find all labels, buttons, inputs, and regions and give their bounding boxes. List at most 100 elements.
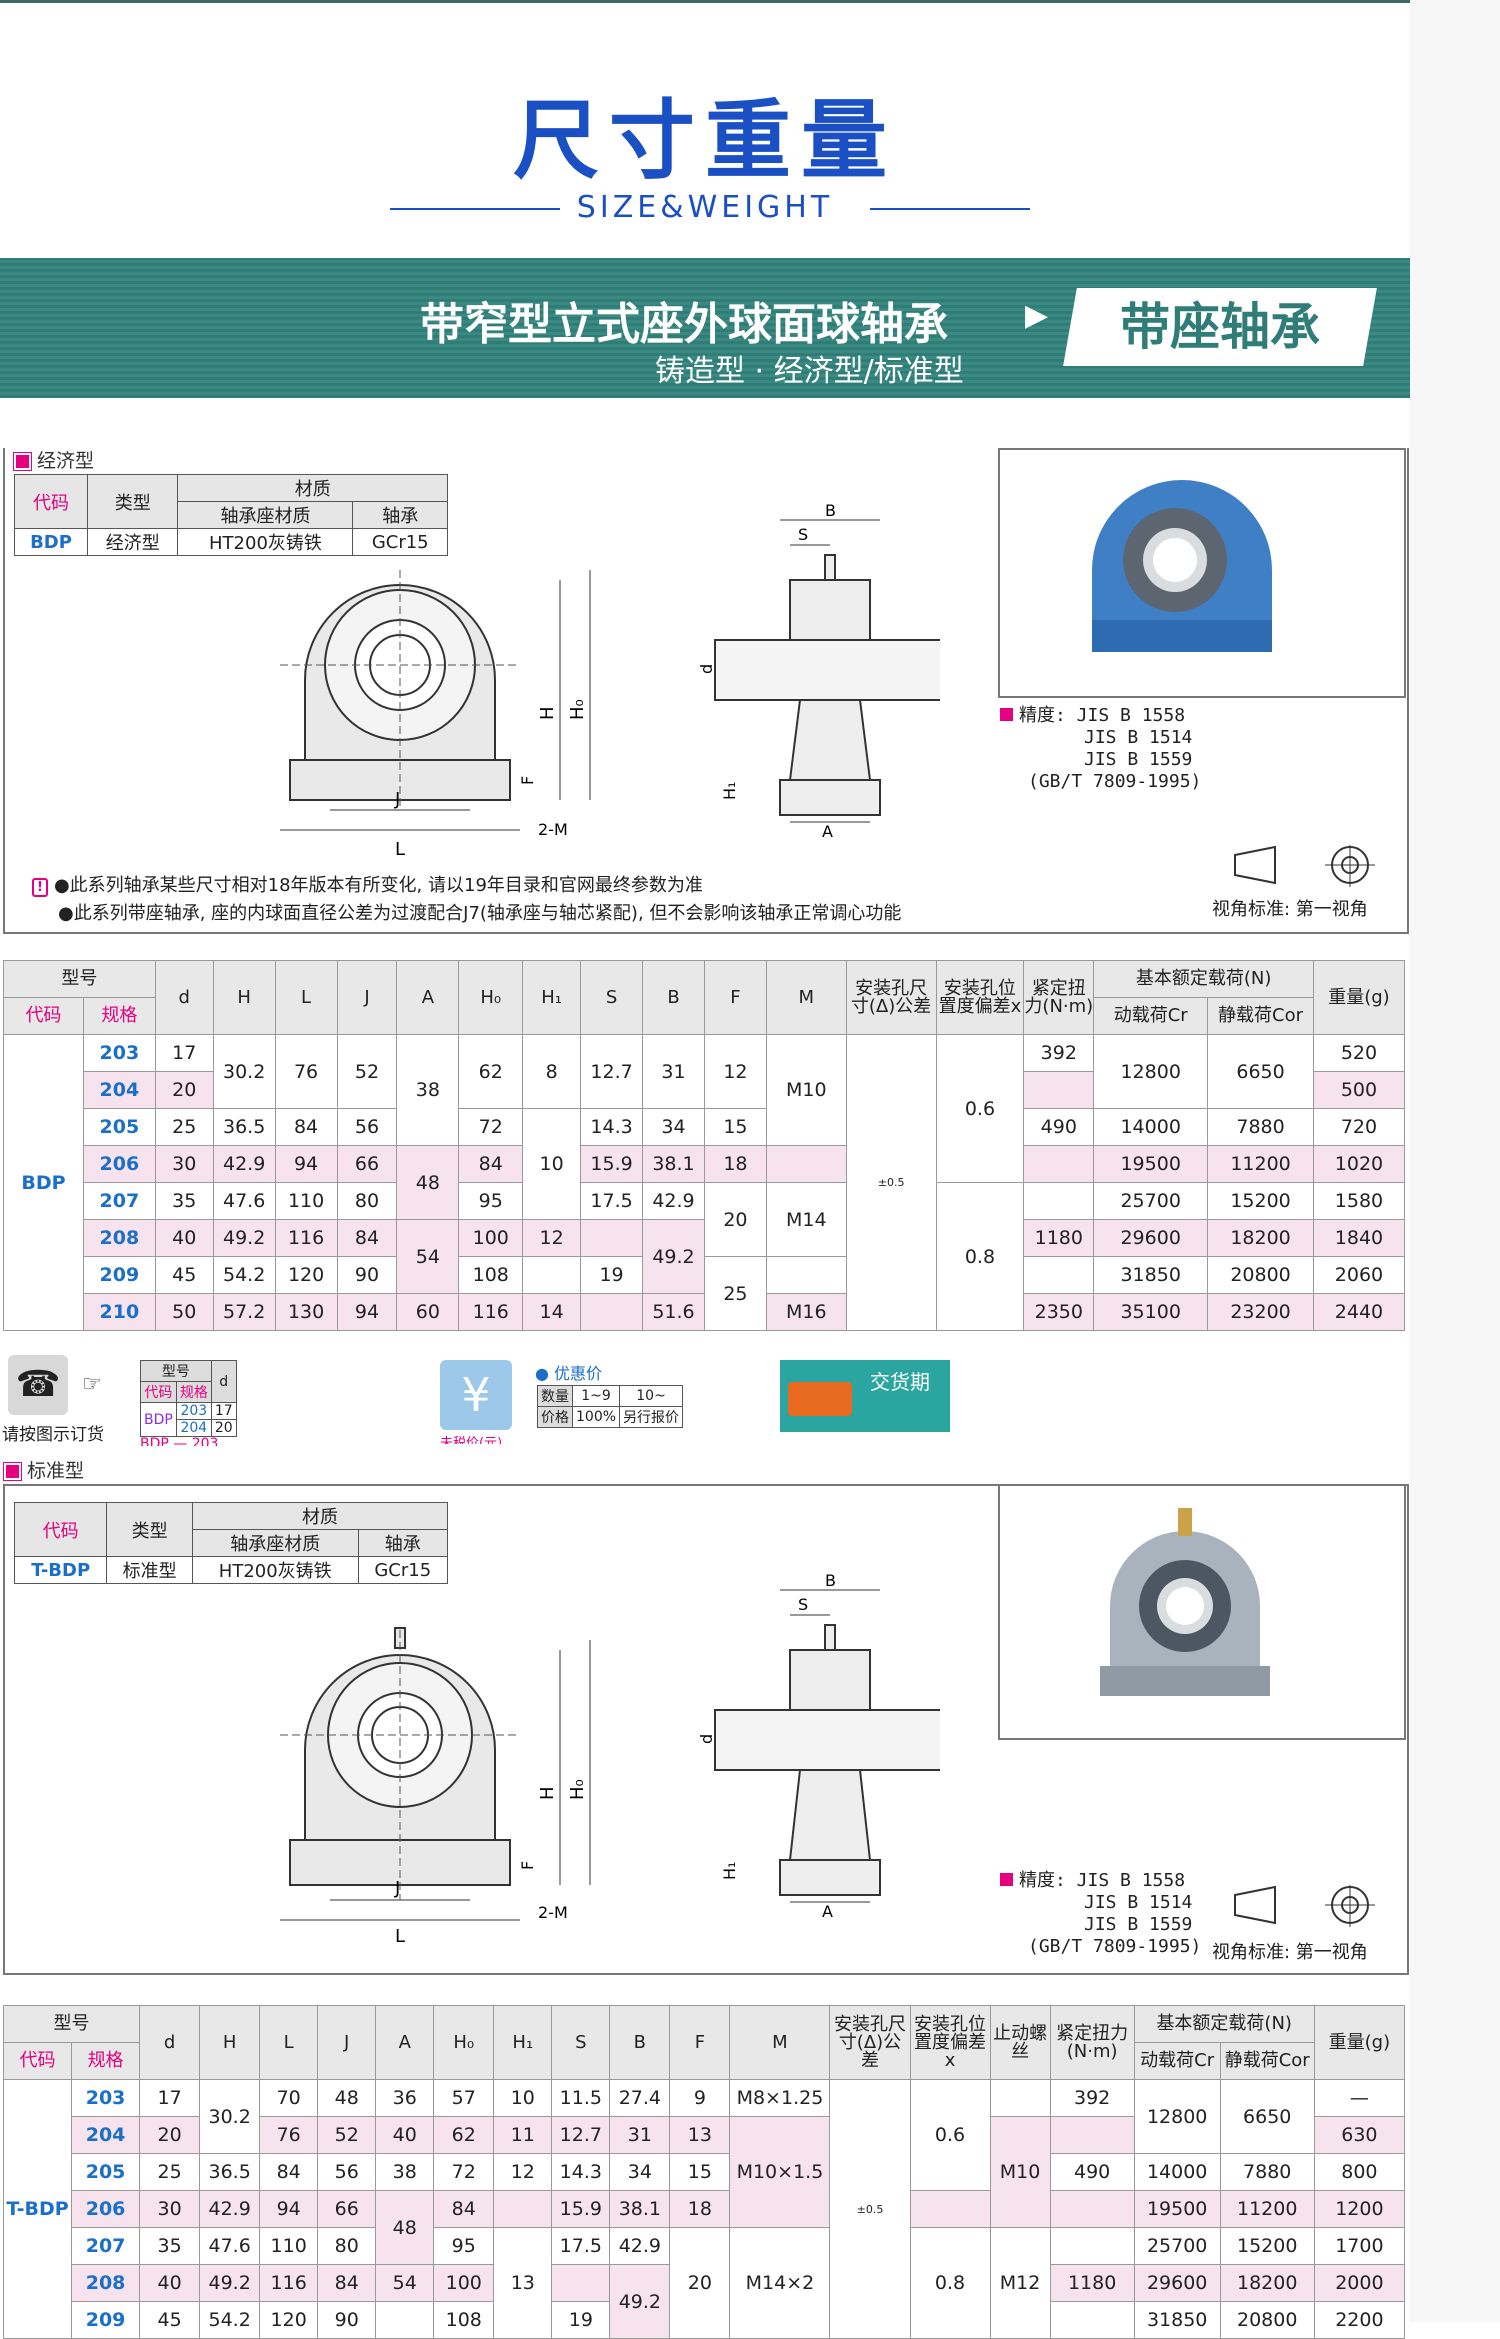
table-cell: 49.2 — [199, 2264, 261, 2302]
precision-line-4: (GB/T 7809-1995) — [1028, 771, 1202, 792]
table-cell: 84 — [433, 2190, 495, 2228]
mat-type: 经济型 — [87, 528, 179, 556]
t2-head-load: 基本额定载荷(N) — [1133, 2005, 1315, 2043]
precision-economy: 精度: JIS B 1558 JIS B 1514 JIS B 1559 (GB… — [1000, 705, 1201, 793]
dim2-b: B — [825, 1571, 836, 1590]
table-cell: 25700 — [1133, 2227, 1221, 2265]
dim2-l: L — [395, 1926, 405, 1947]
delivery-box: 交货期 — [780, 1360, 950, 1432]
table-cell: 13 — [669, 2116, 731, 2154]
table-cell: 108 — [458, 1256, 524, 1294]
table-cell: 40 — [139, 2264, 201, 2302]
dim2-2m: 2-M — [538, 1903, 568, 1922]
table-cell: M14 — [765, 1182, 847, 1257]
t1-head-s: S — [580, 960, 644, 1035]
table-cell: 60 — [396, 1293, 460, 1331]
precision2-line-3: JIS B 1559 — [1084, 1914, 1193, 1935]
table-cell: 20 — [703, 1182, 767, 1257]
view-standard-standard: 视角标准: 第一视角 — [1212, 1942, 1368, 1963]
table-cell: 72 — [458, 1108, 524, 1146]
mini-d-2: 20 — [210, 1419, 237, 1437]
delivery-label: 交货期 — [870, 1370, 930, 1394]
table-cell: 34 — [642, 1108, 705, 1146]
t2-head-cor: 静载荷Cor — [1219, 2042, 1315, 2080]
right-margin — [1410, 0, 1500, 2322]
table-cell: 52 — [317, 2116, 377, 2154]
table-cell: 20800 — [1219, 2301, 1315, 2339]
table-cell: 34 — [609, 2153, 671, 2191]
t2-head-d: d — [139, 2005, 201, 2080]
mini-head-model: 型号 — [140, 1360, 212, 1382]
table-cell: 95 — [433, 2227, 495, 2265]
table-cell — [522, 1256, 582, 1294]
order-example: BDP — 203 — [140, 1436, 219, 1446]
table-cell: 12 — [493, 2153, 553, 2191]
table-cell: 25 — [703, 1256, 767, 1331]
precision2-line-4: (GB/T 7809-1995) — [1028, 1936, 1202, 1957]
subtitle-line-left — [390, 208, 560, 210]
t1-head-cor: 静载荷Cor — [1207, 997, 1314, 1035]
table-cell: 48 — [317, 2079, 377, 2117]
table-cell: 490 — [1023, 1108, 1095, 1146]
table-cell: 12.7 — [551, 2116, 611, 2154]
table-cell — [909, 2190, 991, 2228]
product-photo-economy — [998, 448, 1406, 698]
table-row: 204 — [71, 2116, 141, 2154]
table-cell: 12800 — [1133, 2079, 1221, 2154]
table-cell — [1023, 1145, 1095, 1183]
table-cell: M10 — [765, 1034, 847, 1146]
table-cell: 62 — [433, 2116, 495, 2154]
table-cell: 25 — [139, 2153, 201, 2191]
t1-head-torque: 紧定扭力(N·m) — [1023, 960, 1095, 1035]
table-cell: 14.3 — [580, 1108, 644, 1146]
table-cell: 110 — [274, 1182, 338, 1220]
bullet-icon — [1000, 708, 1013, 721]
table-cell: 17 — [154, 1034, 214, 1072]
table-cell: 490 — [1049, 2153, 1135, 2191]
t1-head-load: 基本额定载荷(N) — [1093, 960, 1314, 998]
t2-head-f: F — [669, 2005, 731, 2080]
table-cell: 108 — [433, 2301, 495, 2339]
table-cell: 23200 — [1207, 1293, 1314, 1331]
table-row: 210 — [82, 1293, 156, 1331]
table-cell — [1049, 2190, 1135, 2228]
mat-head-type: 类型 — [87, 474, 179, 529]
t1-code: BDP — [3, 1034, 84, 1331]
table-cell: 120 — [274, 1256, 338, 1294]
table-cell: 1840 — [1312, 1219, 1406, 1257]
table-cell: 42.9 — [609, 2227, 671, 2265]
table-cell: 31850 — [1133, 2301, 1221, 2339]
table-cell: 18200 — [1219, 2264, 1315, 2302]
t1-head-h: H — [212, 960, 276, 1035]
table-cell: 500 — [1312, 1071, 1406, 1109]
table-row: 204 — [82, 1071, 156, 1109]
table-row: 208 — [71, 2264, 141, 2302]
table-cell: 15 — [703, 1108, 767, 1146]
t2-head-stop: 止动螺丝 — [989, 2005, 1051, 2080]
t1-head-d: d — [154, 960, 214, 1035]
table-cell: 20800 — [1207, 1256, 1314, 1294]
table-cell: 120 — [259, 2301, 319, 2339]
section-economy-panel — [3, 448, 1409, 934]
table-cell: 11 — [493, 2116, 553, 2154]
mini-head-code: 代码 — [140, 1381, 177, 1403]
front-view-drawing-standard: J L H H₀ F 2-M — [280, 1627, 591, 1947]
table-cell: 10 — [493, 2079, 553, 2117]
dim-b: B — [825, 501, 836, 520]
mat-head-bearing: 轴承 — [352, 501, 448, 529]
table-cell: 14000 — [1133, 2153, 1221, 2191]
precision-line-2: JIS B 1514 — [1084, 727, 1193, 748]
table-cell: 20 — [669, 2227, 731, 2339]
table-cell: 47.6 — [199, 2227, 261, 2265]
mat2-housing: HT200灰铸铁 — [191, 1556, 359, 1584]
spec-table-standard: 型号 d H L J A H₀ H₁ S B F M 安装孔尺寸(Δ)公差 安装… — [2, 2005, 1406, 2339]
table-cell: 47.6 — [212, 1182, 276, 1220]
dim-j: J — [394, 789, 400, 810]
table-cell: 18 — [669, 2190, 731, 2228]
table-cell: 35 — [139, 2227, 201, 2265]
table-cell — [375, 2301, 435, 2339]
table-cell: 45 — [139, 2301, 201, 2339]
t1-tol: ±0.5 — [845, 1034, 937, 1331]
table-cell: 116 — [458, 1293, 524, 1331]
table-cell: 76 — [274, 1034, 338, 1109]
